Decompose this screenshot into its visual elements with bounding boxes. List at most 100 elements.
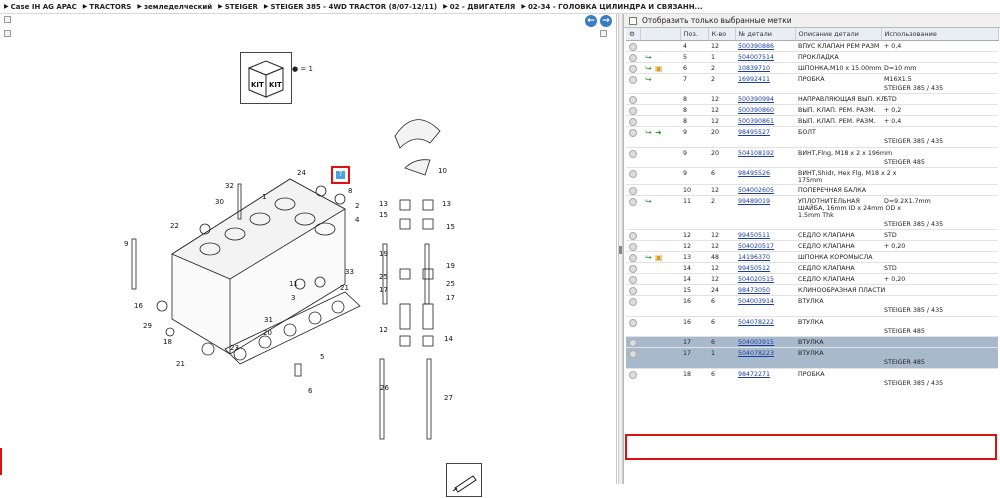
status-circle-icon[interactable]	[629, 254, 637, 262]
callout-17b[interactable]: 17	[446, 294, 455, 302]
callout-22[interactable]: 22	[170, 222, 179, 230]
forward-arrow-icon[interactable]: →	[600, 15, 612, 27]
restore-icon[interactable]	[4, 30, 11, 37]
part-link[interactable]: 500390886	[738, 42, 775, 50]
status-circle-icon[interactable]	[629, 129, 637, 137]
callout-21b[interactable]: 21	[340, 284, 349, 292]
part-link[interactable]: 504020517	[738, 243, 775, 250]
callout-19[interactable]: 19	[379, 250, 388, 258]
status-circle-icon[interactable]	[629, 339, 637, 347]
callout-23[interactable]: 23	[230, 344, 239, 352]
breadcrumb-item[interactable]: ▶TRACTORS	[82, 2, 132, 11]
part-link[interactable]: 504002605	[738, 187, 775, 194]
callout-17[interactable]: 17	[379, 286, 388, 294]
col-usage[interactable]: Использование	[881, 28, 999, 41]
part-link[interactable]: 504078223	[738, 350, 775, 357]
part-link[interactable]: 500390994	[738, 96, 775, 103]
box-icon[interactable]: ▣	[655, 253, 663, 262]
status-circle-icon[interactable]	[629, 287, 637, 295]
status-circle-icon[interactable]	[629, 118, 637, 126]
part-link[interactable]: 14196370	[738, 254, 771, 261]
part-link[interactable]: 500390860	[738, 107, 775, 114]
status-circle-icon[interactable]	[629, 198, 637, 206]
part-link[interactable]: 504020515	[738, 276, 775, 283]
callout-6[interactable]: 6	[308, 387, 313, 395]
callout-25[interactable]: 25	[379, 273, 388, 281]
status-circle-icon[interactable]	[629, 149, 637, 158]
callout-13b[interactable]: 13	[442, 200, 451, 208]
status-circle-icon[interactable]	[629, 370, 637, 379]
splitter-grip-icon[interactable]	[619, 246, 622, 254]
breadcrumb-item[interactable]: ▶Case IH AG APAC	[4, 2, 77, 11]
breadcrumb-item[interactable]: ▶земледелческий	[137, 2, 213, 11]
refresh-arrow-icon[interactable]: ↪	[645, 74, 652, 84]
selected-callout-7[interactable]: 7	[336, 171, 345, 179]
status-circle-icon[interactable]	[629, 232, 637, 240]
callout-15b[interactable]: 15	[446, 223, 455, 231]
part-link[interactable]: 500390861	[738, 118, 775, 125]
callout-8[interactable]: 8	[348, 187, 352, 195]
part-link[interactable]: 504078222	[738, 318, 775, 326]
part-link[interactable]: 504003915	[738, 339, 775, 346]
part-link[interactable]: 504007514	[738, 53, 775, 61]
callout-27[interactable]: 27	[444, 394, 453, 402]
callout-12[interactable]: 12	[379, 326, 388, 334]
edit-pen-icon[interactable]	[446, 463, 482, 497]
panel-splitter[interactable]	[618, 14, 623, 484]
kit-label[interactable]: ● = 1	[292, 65, 313, 73]
breadcrumb-item[interactable]: ▶02-34 - ГОЛОВКА ЦИЛИНДРА И СВЯЗАНН...	[521, 2, 703, 11]
refresh-arrow-icon[interactable]: ↪	[645, 253, 652, 262]
callout-29[interactable]: 29	[143, 322, 152, 330]
maximize-icon[interactable]	[600, 30, 607, 37]
status-circle-icon[interactable]	[629, 170, 637, 178]
callout-25b[interactable]: 25	[446, 280, 455, 288]
part-link[interactable]: 99489019	[738, 198, 771, 205]
col-qty[interactable]: К-во	[708, 28, 736, 41]
col-pos[interactable]: Поз.	[680, 28, 709, 41]
collapse-icon[interactable]	[4, 16, 11, 23]
status-circle-icon[interactable]	[629, 243, 637, 251]
callout-31[interactable]: 31	[264, 316, 273, 324]
part-link[interactable]: 16992411	[738, 75, 771, 83]
callout-11[interactable]: 11	[289, 280, 298, 288]
selected-callout-frame[interactable]	[331, 166, 350, 184]
status-circle-icon[interactable]	[629, 298, 637, 306]
callout-10[interactable]: 10	[438, 167, 447, 175]
status-circle-icon[interactable]	[629, 187, 637, 195]
status-circle-icon[interactable]	[629, 276, 637, 284]
callout-18[interactable]: 18	[163, 338, 172, 346]
col-part[interactable]: № детали	[735, 28, 796, 41]
refresh-arrow-icon[interactable]: ↪	[645, 63, 652, 73]
callout-24[interactable]: 24	[297, 169, 306, 177]
box-icon[interactable]: ▣	[655, 63, 663, 73]
part-link[interactable]: 99450512	[738, 265, 771, 272]
callout-14[interactable]: 14	[444, 335, 453, 343]
status-circle-icon[interactable]	[629, 318, 637, 327]
status-circle-icon[interactable]	[629, 64, 637, 73]
part-link[interactable]: 98495527	[738, 129, 771, 136]
callout-3[interactable]: 3	[291, 294, 295, 302]
arrow-right-icon[interactable]: ➜	[655, 128, 662, 137]
col-desc[interactable]: Описание детали	[795, 28, 882, 41]
part-link[interactable]: 504003914	[738, 298, 775, 305]
callout-26[interactable]: 26	[380, 384, 389, 392]
callout-32[interactable]: 32	[225, 182, 234, 190]
part-link[interactable]: 10839710	[738, 64, 771, 72]
breadcrumb-item[interactable]: ▶STEIGER 385 - 4WD TRACTOR (8/07-12/11)	[263, 2, 438, 11]
